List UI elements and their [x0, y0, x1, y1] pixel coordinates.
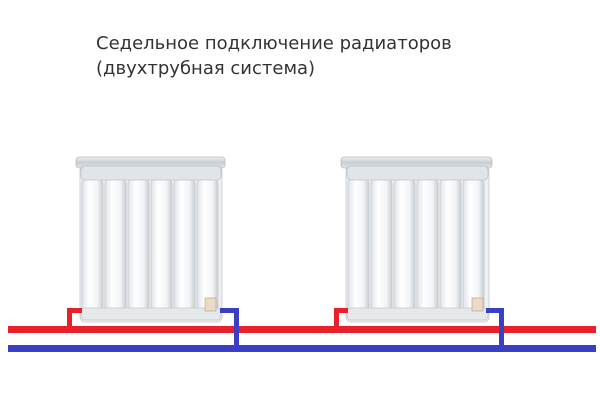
return-riser-right	[499, 308, 504, 349]
radiator-sections	[81, 177, 219, 315]
valve-label	[204, 297, 217, 312]
supply-branch-left	[67, 308, 82, 313]
valve-label	[471, 297, 484, 312]
radiator-bottom-cap	[80, 307, 222, 321]
radiator-section	[104, 177, 127, 315]
radiator-top-cap	[346, 165, 489, 181]
return-branch-right	[486, 308, 504, 313]
diagram-title: Седельное подключение радиаторов (двухтр…	[96, 31, 452, 81]
radiator-section	[439, 177, 462, 315]
radiator-section	[370, 177, 393, 315]
radiator-section	[173, 177, 196, 315]
radiator-section	[347, 177, 370, 315]
return-branch-left	[220, 308, 239, 313]
radiator-section	[196, 177, 219, 315]
radiator-top-cap	[80, 165, 222, 181]
radiator-right	[340, 156, 493, 323]
supply-branch-right	[334, 308, 348, 313]
radiator-section	[416, 177, 439, 315]
return-pipe	[8, 308, 596, 352]
return-main-line	[8, 345, 596, 352]
radiator-left	[75, 156, 226, 323]
radiator-section	[150, 177, 173, 315]
radiator-section	[393, 177, 416, 315]
radiator-section	[127, 177, 150, 315]
radiator-section	[462, 177, 485, 315]
radiator-section	[81, 177, 104, 315]
radiator-bottom-cap	[346, 307, 489, 321]
title-line-2: (двухтрубная система)	[96, 58, 316, 79]
supply-riser-right	[334, 308, 339, 329]
supply-riser-left	[67, 308, 72, 329]
supply-main-line	[8, 326, 596, 333]
return-riser-left	[234, 308, 239, 349]
title-line-1: Седельное подключение радиаторов	[96, 33, 452, 54]
supply-pipe	[8, 308, 596, 333]
